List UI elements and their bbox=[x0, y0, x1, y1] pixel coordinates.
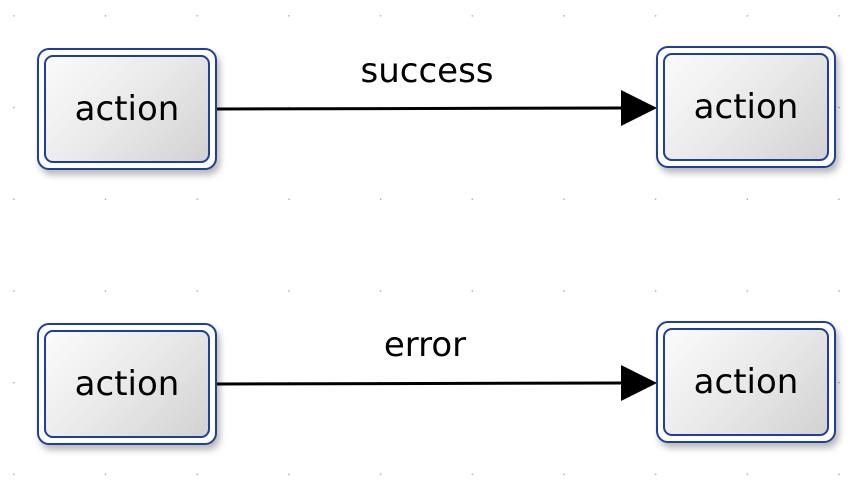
action-node-label: action bbox=[74, 364, 180, 404]
action-node-inner: action bbox=[663, 53, 829, 161]
action-node-inner: action bbox=[44, 55, 210, 163]
edge-success[interactable] bbox=[216, 90, 657, 126]
action-node-bottom-left[interactable]: action bbox=[37, 323, 217, 445]
edge-label-error: error bbox=[383, 325, 467, 365]
edge-success-arrowhead bbox=[621, 90, 657, 126]
action-node-label: action bbox=[74, 89, 180, 129]
edge-label-success: success bbox=[360, 51, 494, 91]
action-node-top-right[interactable]: action bbox=[656, 46, 836, 168]
edge-error-line[interactable] bbox=[216, 381, 623, 386]
edge-error-arrowhead bbox=[621, 365, 657, 401]
action-node-bottom-right[interactable]: action bbox=[656, 321, 836, 443]
action-node-inner: action bbox=[44, 330, 210, 438]
action-node-label: action bbox=[693, 362, 799, 402]
action-node-label: action bbox=[693, 87, 799, 127]
action-node-inner: action bbox=[663, 328, 829, 436]
action-node-top-left[interactable]: action bbox=[37, 48, 217, 170]
edge-error[interactable] bbox=[216, 365, 657, 401]
edge-success-line[interactable] bbox=[216, 106, 623, 111]
